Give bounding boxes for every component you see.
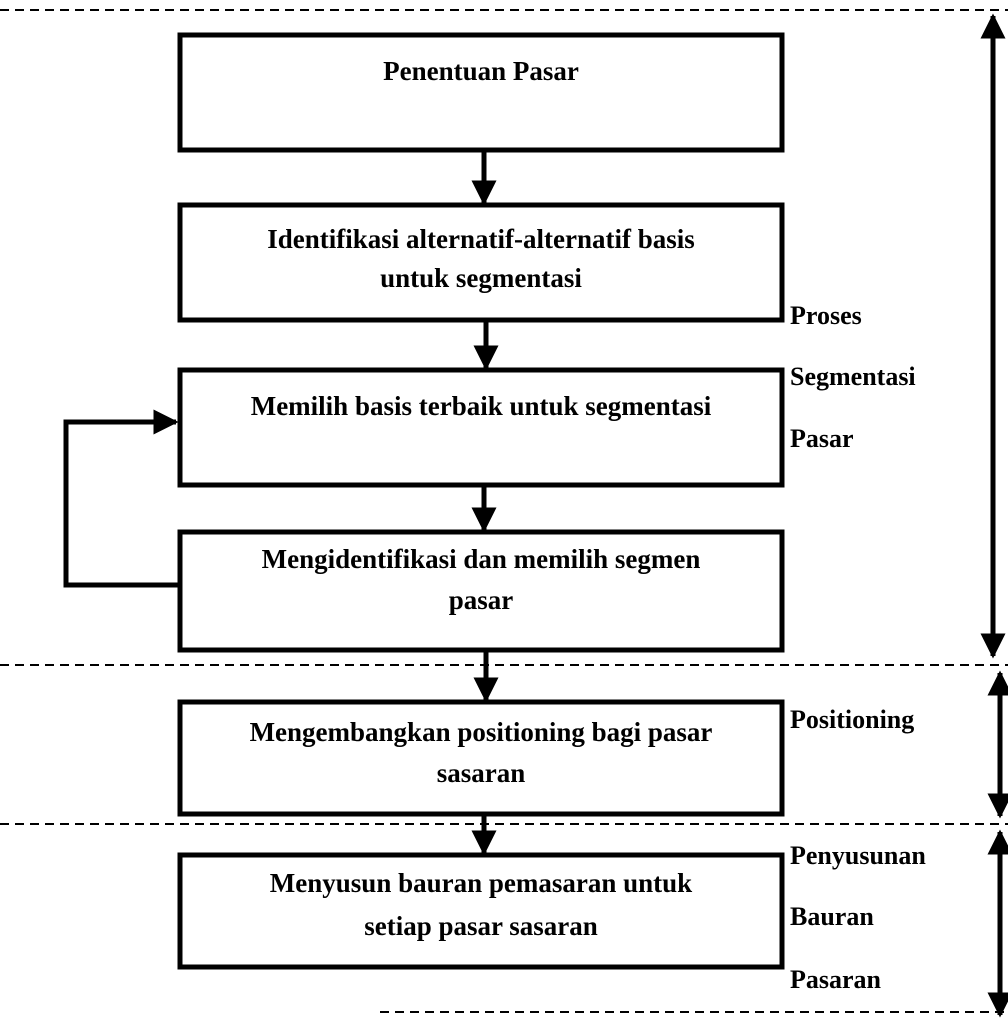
step-box-5 (177, 699, 785, 817)
feedback-loop-arrow (63, 409, 180, 588)
step-box-2 (177, 202, 785, 323)
step-box-3 (177, 367, 785, 488)
step-3-line-1: Memilih basis terbaik untuk segmentasi (251, 391, 712, 421)
phase-marketing-mix-line-2: Bauran (790, 902, 874, 931)
step-2-line-2: untuk segmentasi (380, 263, 582, 293)
phase-marketing-mix-line-3: Pasaran (790, 965, 882, 994)
phase-marketing-mix-line-1: Penyusunan (790, 841, 926, 870)
step-5-line-2: sasaran (437, 758, 526, 788)
step-box-1 (177, 32, 785, 153)
step-4-line-1: Mengidentifikasi dan memilih segmen (262, 544, 701, 574)
phase-segmentation-line-3: Pasar (790, 424, 854, 453)
step-4-line-2: pasar (449, 585, 514, 615)
step-2-line-1: Identifikasi alternatif-alternatif basis (267, 224, 694, 254)
step-6-line-1: Menyusun bauran pemasaran untuk (270, 868, 692, 898)
step-5-line-1: Mengembangkan positioning bagi pasar (250, 717, 713, 747)
phase-segmentation-line-2: Segmentasi (790, 362, 916, 391)
step-1-line-1: Penentuan Pasar (383, 56, 579, 86)
phase-positioning-label: Positioning (790, 705, 914, 734)
step-box-6 (177, 852, 785, 970)
step-6-line-2: setiap pasar sasaran (364, 911, 598, 941)
phase-segmentation-line-1: Proses (790, 301, 862, 330)
